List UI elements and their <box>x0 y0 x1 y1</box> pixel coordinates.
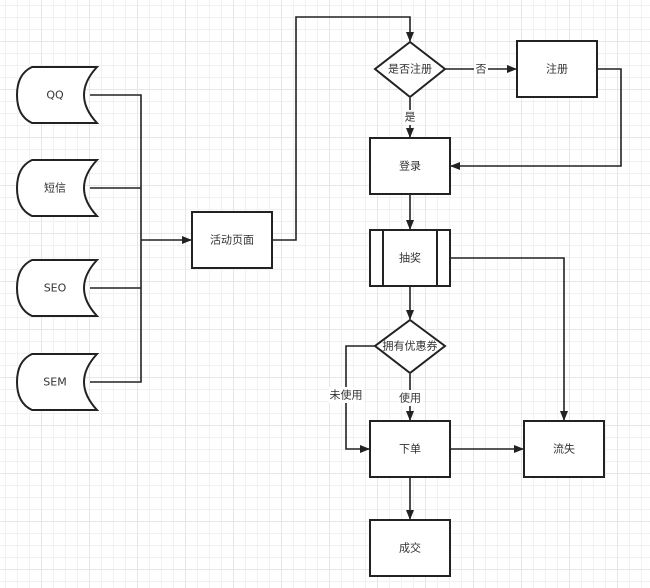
edge-activity-page-to-is-registered[interactable] <box>272 16 414 241</box>
node-has-coupon-label: 拥有优惠券 <box>383 339 438 353</box>
node-login[interactable]: 登录 <box>369 137 451 195</box>
node-lottery[interactable]: 抽奖 <box>369 229 451 287</box>
node-sms[interactable]: 短信 <box>15 159 100 217</box>
node-qq-label: QQ <box>46 89 64 102</box>
edge-lottery-to-churn[interactable] <box>450 257 568 421</box>
node-churn-label: 流失 <box>553 442 575 456</box>
node-is-registered-label: 是否注册 <box>388 62 432 76</box>
node-place-order[interactable]: 下单 <box>369 420 451 478</box>
node-deal-label: 成交 <box>399 541 421 555</box>
node-seo[interactable]: SEO <box>15 259 100 317</box>
edge-label-no: 否 <box>476 63 487 76</box>
node-lottery-label: 抽奖 <box>399 251 421 265</box>
node-deal[interactable]: 成交 <box>369 519 451 577</box>
node-sem[interactable]: SEM <box>15 353 100 411</box>
node-place-order-label: 下单 <box>399 443 421 456</box>
node-activity-page[interactable]: 活动页面 <box>191 211 273 269</box>
node-sem-label: SEM <box>43 376 66 389</box>
edge-qq-to-bus[interactable] <box>90 94 142 240</box>
node-is-registered[interactable]: 是否注册 <box>373 40 447 99</box>
node-activity-page-label: 活动页面 <box>210 234 254 247</box>
node-register[interactable]: 注册 <box>516 40 598 98</box>
node-seo-label: SEO <box>44 282 67 295</box>
edge-register-to-login[interactable] <box>450 68 622 170</box>
edge-label-used: 使用 <box>399 392 421 405</box>
node-qq[interactable]: QQ <box>15 66 100 124</box>
edge-label-yes: 是 <box>405 111 416 124</box>
edge-sem-to-bus[interactable] <box>90 240 142 383</box>
node-register-label: 注册 <box>546 62 568 76</box>
node-sms-label: 短信 <box>44 181 66 195</box>
edge-labels: 否 是 未使用 使用 <box>329 61 488 406</box>
node-churn[interactable]: 流失 <box>523 420 605 478</box>
node-has-coupon[interactable]: 拥有优惠券 <box>373 318 447 375</box>
node-login-label: 登录 <box>399 159 421 173</box>
edge-label-not-used: 未使用 <box>330 389 363 402</box>
